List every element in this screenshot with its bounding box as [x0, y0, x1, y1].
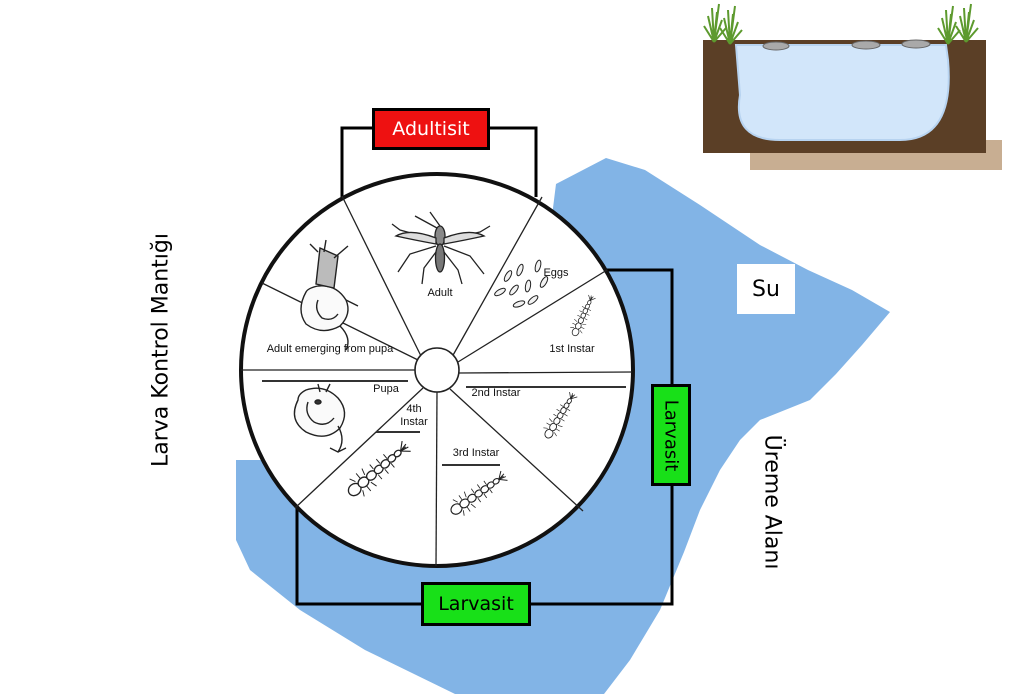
- label-2nd-instar: 2nd Instar: [472, 387, 521, 399]
- label-4th-instar-line1: 4th: [406, 403, 421, 415]
- label-adult-emerging: Adult emerging from pupa: [267, 343, 394, 355]
- larvasit-right-box: Larvasit: [651, 384, 691, 486]
- eggs-icon: [494, 259, 549, 308]
- larvasit-bottom-label: Larvasit: [438, 593, 514, 615]
- mosquito-adult-icon: [391, 211, 491, 285]
- grass-icon: [955, 3, 979, 43]
- floating-object-icon: [851, 40, 881, 50]
- pond-illustration: [703, 3, 1002, 170]
- label-3rd-instar: 3rd Instar: [453, 447, 500, 459]
- connector-lines: [295, 126, 674, 606]
- grass-icon: [937, 5, 961, 45]
- label-1st-instar: 1st Instar: [549, 343, 595, 355]
- side-title: Larva Kontrol Mantığı: [148, 233, 174, 467]
- lifecycle-wheel: Adult Eggs 1st Instar 2nd Instar 3rd Ins…: [239, 172, 635, 568]
- floating-object-icon: [901, 39, 931, 49]
- pupa-icon: [293, 383, 347, 453]
- adultisit-box: Adultisit: [372, 108, 490, 150]
- su-label: Su: [737, 264, 795, 314]
- label-4th-instar-line2: Instar: [400, 416, 428, 428]
- grass-icon: [719, 5, 743, 45]
- label-eggs: Eggs: [543, 267, 569, 279]
- label-adult: Adult: [427, 287, 452, 299]
- adultisit-label: Adultisit: [392, 118, 470, 140]
- larvasit-bottom-box: Larvasit: [421, 582, 531, 626]
- label-pupa: Pupa: [373, 383, 400, 395]
- emerging-adult-icon: [300, 239, 359, 351]
- larvasit-right-label: Larvasit: [660, 399, 682, 471]
- floating-object-icon: [762, 41, 790, 51]
- grass-icon: [703, 3, 727, 43]
- breeding-area-label: Üreme Alanı: [759, 434, 785, 570]
